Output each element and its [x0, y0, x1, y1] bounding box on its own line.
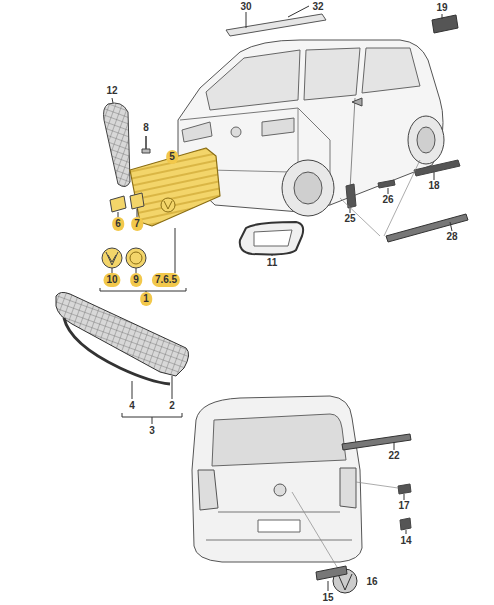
callout-number: 11	[266, 257, 279, 269]
callout-number: 9	[130, 273, 142, 287]
callout-number: 32	[311, 1, 324, 13]
callout-number: 10	[103, 273, 120, 287]
callout-number: 22	[387, 450, 400, 462]
callout-number: 7	[131, 217, 143, 231]
callout-number: 25	[343, 213, 356, 225]
callout-number: 8	[142, 122, 150, 134]
callout-number: 3	[148, 425, 156, 437]
callout-number: 18	[427, 180, 440, 192]
callout-number: 1	[140, 292, 152, 306]
callout-number: 5	[166, 150, 178, 164]
callout-number: 15	[321, 592, 334, 604]
callout-number: 7.6.5	[152, 273, 180, 287]
callout-number: 28	[445, 231, 458, 243]
callout-number: 12	[105, 85, 118, 97]
callout-number: 2	[168, 400, 176, 412]
callout-number: 30	[239, 1, 252, 13]
callout-number: 26	[381, 194, 394, 206]
callout-number: 16	[365, 576, 378, 588]
callout-number: 19	[435, 2, 448, 14]
callout-number: 4	[128, 400, 136, 412]
callout-number: 17	[397, 500, 410, 512]
callout-number: 14	[399, 535, 412, 547]
callout-number: 6	[112, 217, 124, 231]
